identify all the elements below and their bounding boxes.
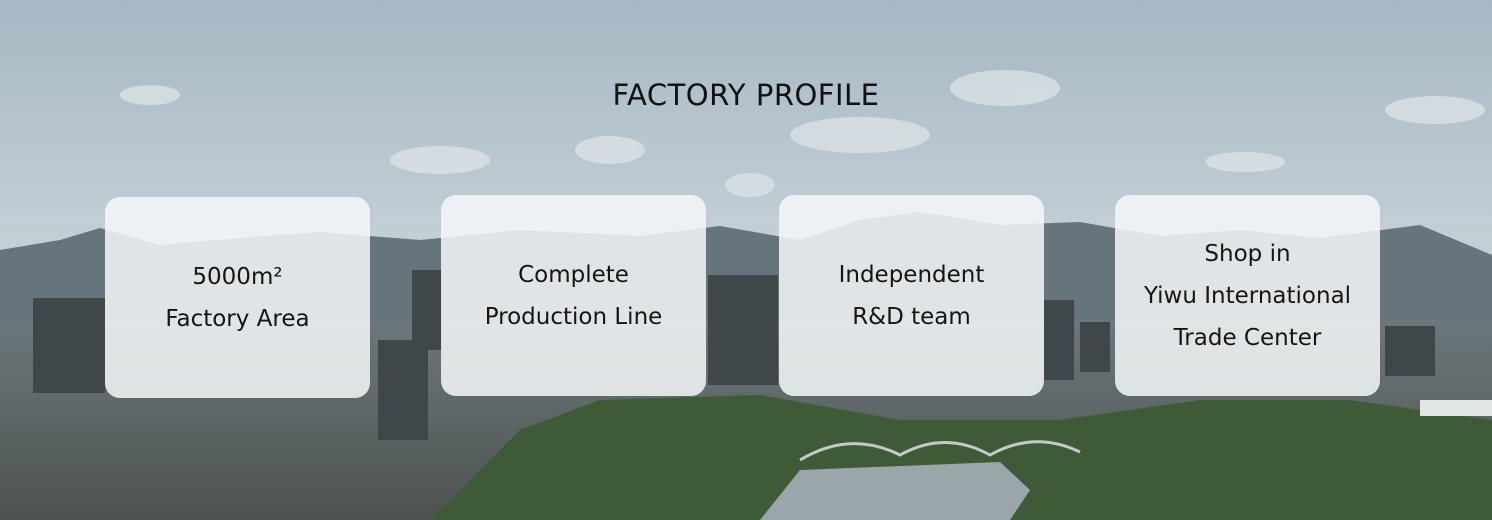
card-rd-team: Independent R&D team (779, 195, 1044, 396)
card-line: 5000m² (192, 263, 283, 290)
card-yiwu-shop: Shop in Yiwu International Trade Center (1115, 195, 1380, 396)
card-line: Production Line (484, 303, 663, 330)
card-line: Factory Area (165, 305, 310, 332)
card-line: Shop in (1204, 240, 1291, 267)
card-factory-area: 5000m² Factory Area (105, 197, 370, 398)
section-title: FACTORY PROFILE (612, 78, 880, 112)
card-line: Yiwu International (1143, 282, 1352, 309)
card-line: R&D team (852, 303, 971, 330)
card-line: Complete (518, 261, 629, 288)
card-line: Independent (838, 261, 985, 288)
card-line: Trade Center (1173, 324, 1322, 351)
card-production-line: Complete Production Line (441, 195, 706, 396)
